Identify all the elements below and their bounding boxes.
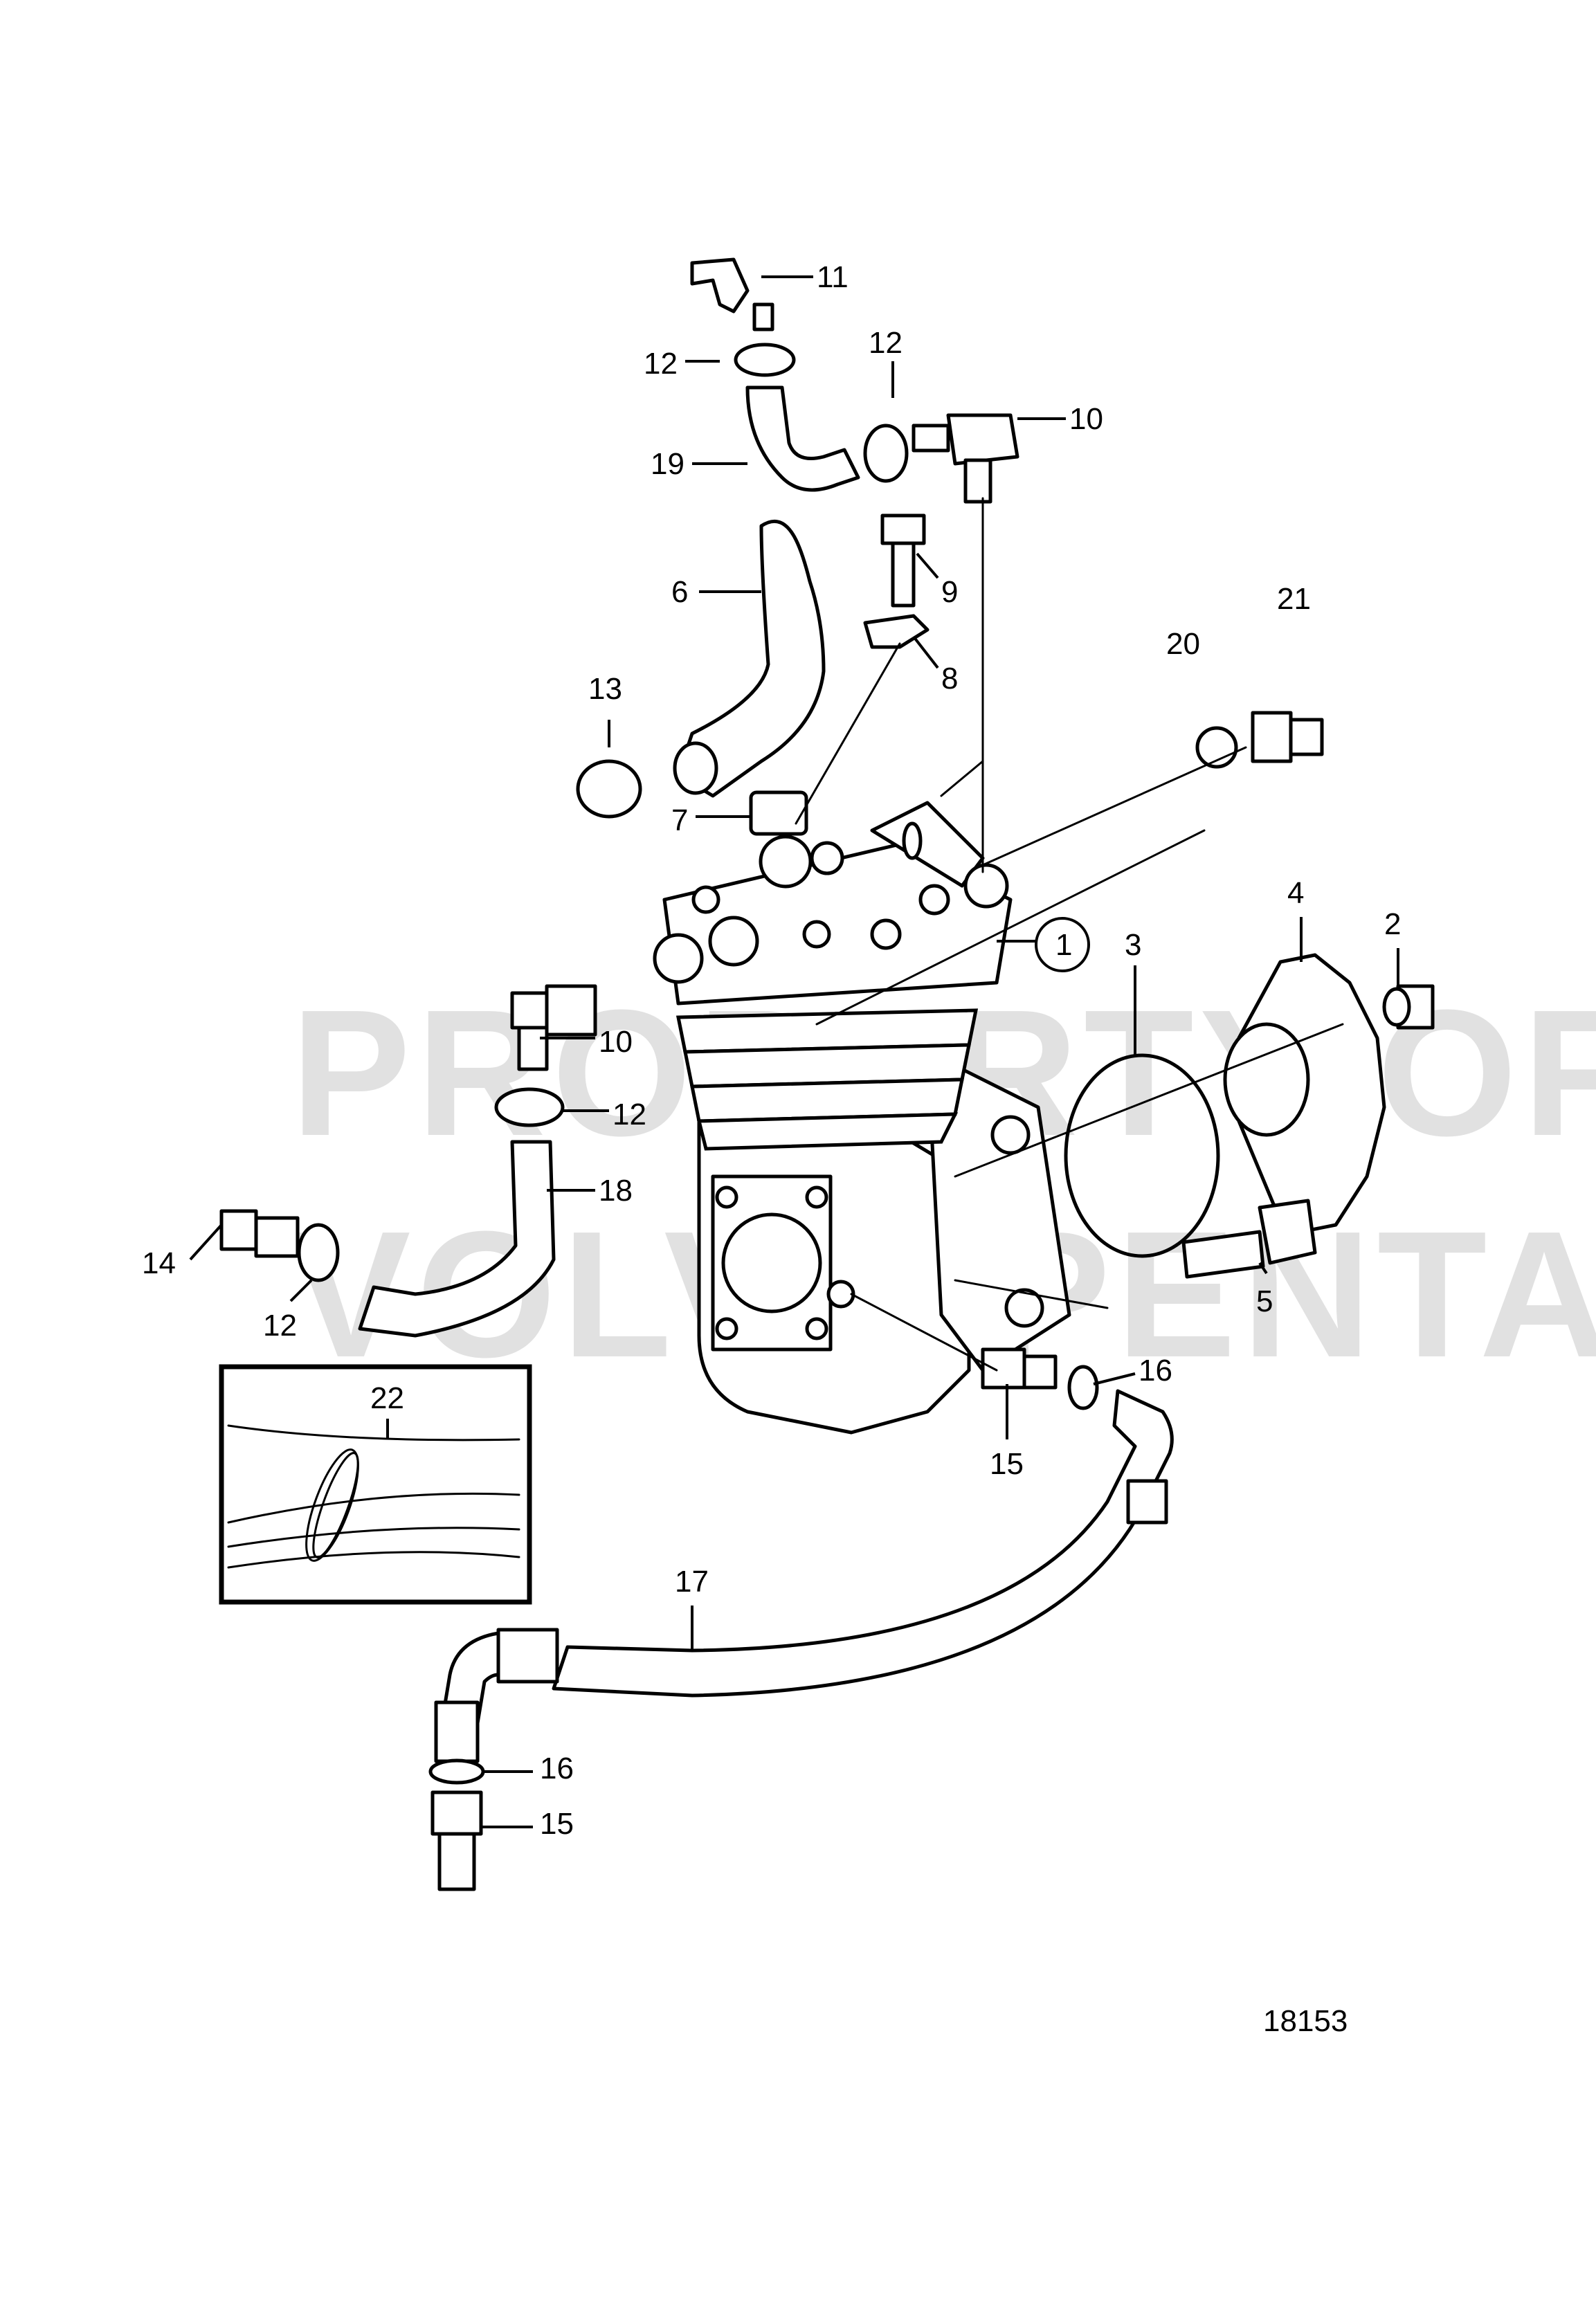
callout-19: 19 xyxy=(651,447,684,481)
callout-1: 1 xyxy=(1055,928,1072,962)
callout-12-top-left: 12 xyxy=(644,347,678,381)
part-3-o-ring xyxy=(1064,1053,1220,1258)
detail-inset xyxy=(219,1364,532,1605)
callout-8: 8 xyxy=(941,662,958,695)
part-6-hose xyxy=(676,519,826,798)
callout-labels: 1 2 3 4 5 6 7 8 9 10 10 11 12 12 12 12 1… xyxy=(142,260,1401,1841)
callout-12-middle: 12 xyxy=(613,1098,646,1131)
callout-20: 20 xyxy=(1166,627,1200,661)
part-12-clamp-right xyxy=(863,424,909,483)
callout-18: 18 xyxy=(599,1174,633,1208)
part-2-nut xyxy=(1382,984,1435,1030)
callout-15-lower: 15 xyxy=(540,1807,574,1841)
callout-12-top-right: 12 xyxy=(869,326,903,360)
part-16-washer-right xyxy=(1067,1365,1099,1410)
callout-10-upper: 10 xyxy=(1069,402,1103,436)
part-18-hose xyxy=(358,1140,556,1338)
callout-6: 6 xyxy=(671,575,688,609)
part-7-sleeve xyxy=(749,790,808,836)
callout-9: 9 xyxy=(941,575,958,609)
part-17-sleeve-left xyxy=(496,1628,559,1684)
leader-lines xyxy=(189,275,1399,1828)
callout-4: 4 xyxy=(1287,876,1304,910)
part-10-upper-fitting xyxy=(912,413,1019,504)
part-13-clamp xyxy=(576,759,642,819)
figure-number: 18153 xyxy=(1263,2004,1348,2038)
part-21-plug xyxy=(1251,711,1324,763)
part-17-pipe xyxy=(552,1389,1174,1698)
callout-16-lower: 16 xyxy=(540,1752,574,1785)
part-4-gear xyxy=(1223,953,1386,1234)
part-12-clamp-left xyxy=(494,1087,565,1127)
callout-21: 21 xyxy=(1277,582,1311,616)
compressor-body xyxy=(653,801,1071,1435)
callout-10-lower: 10 xyxy=(599,1025,633,1059)
callout-3: 3 xyxy=(1125,928,1141,962)
part-6-hose-end xyxy=(673,741,718,795)
callout-2: 2 xyxy=(1384,907,1401,941)
part-17-sleeve-right xyxy=(1126,1479,1168,1525)
part-15-fitting-lower xyxy=(430,1790,483,1891)
part-15-fitting-right xyxy=(981,1347,1058,1390)
callout-15-right: 15 xyxy=(990,1447,1024,1481)
part-9-bolt xyxy=(880,513,926,608)
callout-12-bottom: 12 xyxy=(263,1309,297,1343)
part-16-washer-lower xyxy=(428,1758,485,1785)
callout-14: 14 xyxy=(142,1246,176,1280)
callout-13: 13 xyxy=(588,672,622,706)
part-12-clamp-top xyxy=(734,343,796,377)
part-17-nut xyxy=(434,1700,480,1763)
callout-16-right: 16 xyxy=(1139,1354,1172,1388)
callout-17: 17 xyxy=(675,1565,709,1599)
part-12-clamp-lower xyxy=(297,1223,340,1282)
part-11-elbow xyxy=(690,257,774,331)
callout-7: 7 xyxy=(671,803,688,837)
callout-11: 11 xyxy=(817,260,849,294)
part-19-hose xyxy=(745,385,860,492)
part-14-nipple xyxy=(219,1209,300,1258)
callout-5: 5 xyxy=(1256,1284,1273,1318)
callout-22: 22 xyxy=(370,1381,404,1415)
part-10-lower-fitting xyxy=(510,984,597,1071)
